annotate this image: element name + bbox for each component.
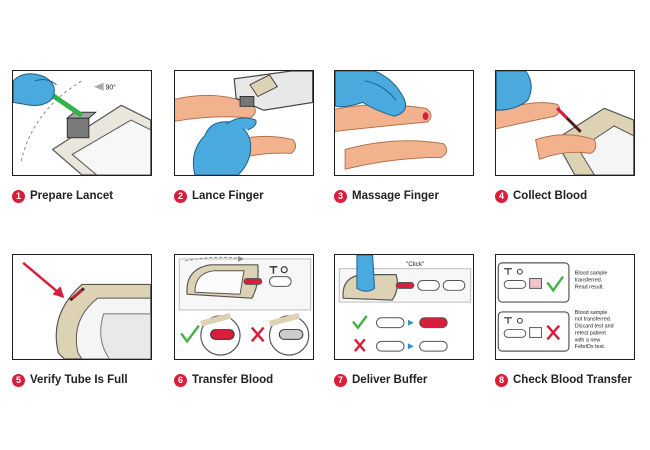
- step-2-number: 2: [174, 189, 187, 203]
- not-transferred-text-line-6: FebriDx test.: [575, 344, 605, 350]
- transferred-text-line-1: Blood sample: [575, 271, 608, 277]
- step-1-caption: 1 Prepare Lancet: [12, 188, 113, 204]
- step-7-caption: 7 Deliver Buffer: [334, 372, 427, 388]
- step-8-caption: 8 Check Blood Transfer: [495, 372, 632, 388]
- transferred-text-line-3: Read result.: [575, 284, 604, 290]
- step-7-title: Deliver Buffer: [352, 374, 428, 386]
- step-8-title: Check Blood Transfer: [513, 374, 632, 386]
- step-1-title: Prepare Lancet: [30, 190, 114, 202]
- not-transferred-text-line-1: Blood sample: [575, 310, 608, 316]
- not-transferred-text-line-4: retest patient: [575, 330, 607, 336]
- step-3-title: Massage Finger: [352, 190, 439, 202]
- step-4-illustration: [495, 70, 635, 176]
- transferred-text-line-2: transferred.: [575, 277, 602, 283]
- step-4-number: 4: [495, 189, 508, 203]
- step-1-number: 1: [12, 189, 25, 203]
- step-1-illustration: 90°: [12, 70, 152, 176]
- step-6-illustration: [174, 254, 314, 360]
- step-7-number: 7: [334, 373, 347, 387]
- not-transferred-text-line-5: with a new: [574, 337, 601, 343]
- click-label: "Click": [406, 261, 424, 268]
- step-5-illustration: [12, 254, 152, 360]
- step-2-caption: 2 Lance Finger: [174, 188, 264, 204]
- step-6-number: 6: [174, 373, 187, 387]
- step-6-title: Transfer Blood: [192, 374, 274, 386]
- step-7-illustration: "Click": [334, 254, 474, 360]
- step-5-number: 5: [12, 373, 25, 387]
- step-3-caption: 3 Massage Finger: [334, 188, 439, 204]
- step-3-number: 3: [334, 189, 347, 203]
- step-5-title: Verify Tube Is Full: [30, 374, 128, 386]
- step-6-caption: 6 Transfer Blood: [174, 372, 273, 388]
- step-4-title: Collect Blood: [513, 190, 588, 202]
- step-2-title: Lance Finger: [192, 190, 264, 202]
- step-2-illustration: [174, 70, 314, 176]
- step-4-caption: 4 Collect Blood: [495, 188, 587, 204]
- step-8-illustration: Blood sample transferred. Read result. B…: [495, 254, 635, 360]
- step-3-illustration: [334, 70, 474, 176]
- angle-label: 90°: [106, 84, 117, 92]
- step-5-caption: 5 Verify Tube Is Full: [12, 372, 128, 388]
- not-transferred-text-line-2: not transferred.: [575, 317, 611, 323]
- step-8-number: 8: [495, 373, 508, 387]
- not-transferred-text-line-3: Discard test and: [575, 324, 614, 330]
